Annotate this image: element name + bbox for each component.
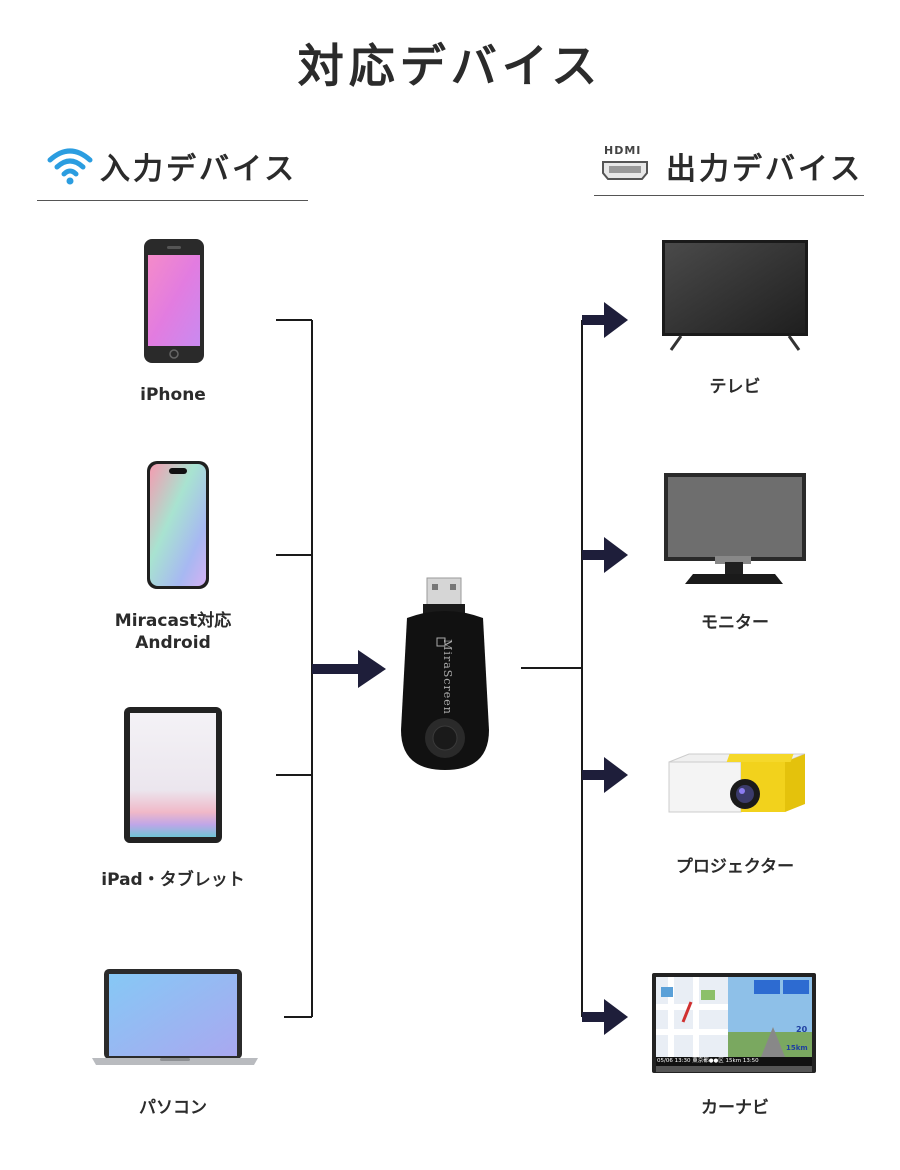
laptop-image xyxy=(92,969,258,1065)
hdmi-icon xyxy=(602,161,648,180)
carnavi-label: カーナビ xyxy=(701,1098,769,1118)
android-label: Miracast対応 Android xyxy=(73,610,273,654)
projector-label: プロジェクター xyxy=(675,857,795,877)
android-label-line2: Android xyxy=(135,633,211,653)
output-section-header: HDMI 出力デバイス xyxy=(600,144,870,188)
input-section-header: 入力デバイス xyxy=(47,144,318,188)
hdmi-icon-text: HDMI xyxy=(604,144,642,157)
monitor-image xyxy=(664,473,806,584)
carnavi-km1: 20 xyxy=(796,1025,808,1034)
mirascreen-brand-text: MiraScreen xyxy=(441,639,454,715)
ipad-image xyxy=(124,707,222,843)
page-title: 対応デバイス xyxy=(297,39,603,93)
input-section-rule xyxy=(37,200,308,201)
projector-image xyxy=(668,753,806,813)
carnavi-status: 05/06 13:30 東京都●●区 15km 13:50 xyxy=(657,1058,759,1064)
monitor-label: モニター xyxy=(701,613,769,633)
pc-label: パソコン xyxy=(139,1098,207,1118)
output-arrow-projector xyxy=(582,757,628,793)
output-section-heading: 出力デバイス xyxy=(666,152,864,187)
iphone-label: iPhone xyxy=(140,385,206,405)
android-phone-image xyxy=(147,461,209,589)
carnavi-km2: 15km xyxy=(786,1044,808,1052)
iphone-image xyxy=(144,239,204,363)
tv-label: テレビ xyxy=(709,377,761,397)
input-arrow xyxy=(312,650,386,688)
android-label-line1: Miracast対応 xyxy=(114,611,232,631)
output-arrow-tv xyxy=(582,302,628,338)
mirascreen-dongle-image xyxy=(401,577,489,770)
carnavi-image xyxy=(652,973,816,1073)
input-connectors xyxy=(276,319,313,1018)
input-section-heading: 入力デバイス xyxy=(100,152,298,187)
output-arrow-monitor xyxy=(582,537,628,573)
output-connectors xyxy=(521,320,583,1017)
output-section-rule xyxy=(594,195,864,196)
output-arrow-carnavi xyxy=(582,999,628,1035)
wifi-icon xyxy=(47,148,93,185)
ipad-label: iPad・タブレット xyxy=(101,870,245,890)
tv-image xyxy=(662,240,808,351)
